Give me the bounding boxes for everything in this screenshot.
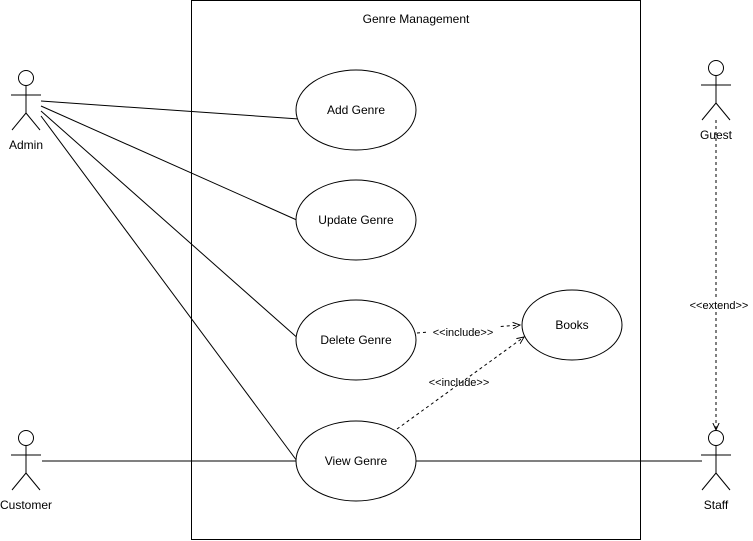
actor-guest-label: Guest bbox=[700, 128, 733, 142]
include-label-delete: <<include>> bbox=[433, 327, 494, 339]
include-delete-books bbox=[416, 325, 520, 334]
include-view-books bbox=[396, 337, 524, 430]
associations bbox=[40, 100, 702, 462]
use-case-books[interactable]: Books bbox=[521, 289, 623, 361]
actor-guest[interactable] bbox=[701, 60, 731, 121]
use-case-books-label: Books bbox=[555, 318, 588, 332]
dependencies bbox=[396, 120, 716, 430]
actor-customer-label: Customer bbox=[0, 498, 52, 512]
actor-admin-label: Admin bbox=[9, 138, 43, 152]
assoc-admin-view-genre bbox=[40, 115, 298, 462]
assoc-admin-add-genre bbox=[40, 100, 300, 120]
use-case-add-genre-label: Add Genre bbox=[327, 103, 385, 117]
actor-customer[interactable] bbox=[11, 430, 41, 491]
use-case-update-genre-label: Update Genre bbox=[318, 213, 394, 227]
system-boundary bbox=[191, 0, 641, 540]
use-case-view-genre-label: View Genre bbox=[325, 454, 388, 468]
use-case-update-genre[interactable]: Update Genre bbox=[295, 179, 417, 261]
actor-staff[interactable] bbox=[701, 430, 731, 491]
include-label-view: <<include>> bbox=[429, 377, 490, 389]
actor-admin[interactable] bbox=[11, 70, 41, 131]
assoc-admin-delete-genre bbox=[40, 110, 302, 342]
admin-head-icon bbox=[18, 70, 34, 86]
system-title: Genre Management bbox=[363, 12, 470, 26]
guest-head-icon bbox=[708, 60, 724, 76]
use-case-view-genre[interactable]: View Genre bbox=[295, 420, 417, 502]
use-case-add-genre[interactable]: Add Genre bbox=[295, 69, 417, 151]
actor-staff-label: Staff bbox=[704, 498, 729, 512]
staff-head-icon bbox=[708, 430, 724, 446]
assoc-admin-update-genre bbox=[40, 105, 300, 222]
customer-head-icon bbox=[18, 430, 34, 446]
extend-label: <<extend>> bbox=[690, 300, 749, 312]
use-case-delete-genre[interactable]: Delete Genre bbox=[295, 299, 417, 381]
use-case-delete-genre-label: Delete Genre bbox=[320, 333, 392, 347]
